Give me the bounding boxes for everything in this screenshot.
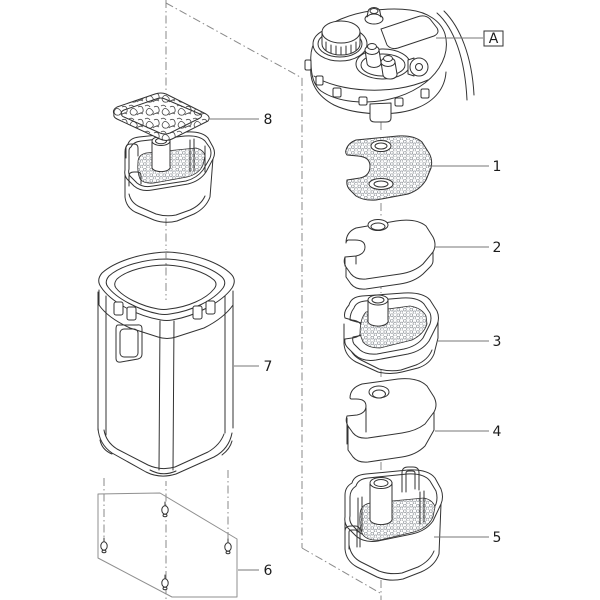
callout-label-4: 4 bbox=[493, 424, 502, 440]
lower-basket-drawing bbox=[344, 466, 443, 581]
priming-cap bbox=[312, 20, 368, 62]
foam-block-drawing bbox=[345, 378, 437, 463]
callout-box-A bbox=[483, 30, 504, 47]
basket-clips bbox=[125, 138, 206, 187]
canister-drawing bbox=[93, 250, 238, 481]
flow-lever bbox=[407, 57, 429, 77]
alignment-guides bbox=[103, 0, 382, 600]
handle-recess bbox=[115, 324, 143, 363]
upper-basket-drawing bbox=[343, 292, 439, 374]
vent-cap bbox=[364, 7, 384, 25]
screw bbox=[224, 538, 232, 555]
base-plate-drawing bbox=[97, 492, 238, 598]
grid-plate-drawing bbox=[345, 135, 433, 201]
foam-pad-drawing bbox=[343, 219, 436, 290]
intake-stub bbox=[369, 102, 392, 123]
callout-label-3: 3 bbox=[493, 334, 502, 350]
callout-label-8: 8 bbox=[264, 112, 273, 128]
callout-label-A: A bbox=[489, 31, 499, 47]
housing-clips bbox=[304, 59, 430, 107]
callout-label-2: 2 bbox=[493, 240, 502, 256]
callouts: A 1 2 3 4 5 6 7 8 bbox=[209, 30, 504, 579]
power-cables bbox=[436, 10, 475, 101]
callout-label-5: 5 bbox=[493, 530, 502, 546]
top-panel bbox=[380, 15, 439, 50]
biomedia-bag bbox=[112, 92, 210, 141]
screw bbox=[100, 537, 108, 554]
basket-handles bbox=[344, 466, 425, 550]
screw bbox=[161, 574, 169, 591]
callout-label-7: 7 bbox=[264, 359, 273, 375]
callout-label-1: 1 bbox=[493, 159, 502, 175]
center-tube bbox=[367, 294, 389, 327]
pump-head-drawing bbox=[304, 7, 475, 123]
center-tube bbox=[369, 477, 393, 526]
rim-latches bbox=[113, 300, 216, 321]
callout-label-6: 6 bbox=[264, 563, 273, 579]
biomedia-basket-drawing bbox=[112, 92, 215, 223]
screw bbox=[161, 501, 169, 518]
center-tube bbox=[151, 136, 171, 173]
canister-body bbox=[97, 289, 234, 477]
hose-connectors bbox=[355, 43, 411, 80]
